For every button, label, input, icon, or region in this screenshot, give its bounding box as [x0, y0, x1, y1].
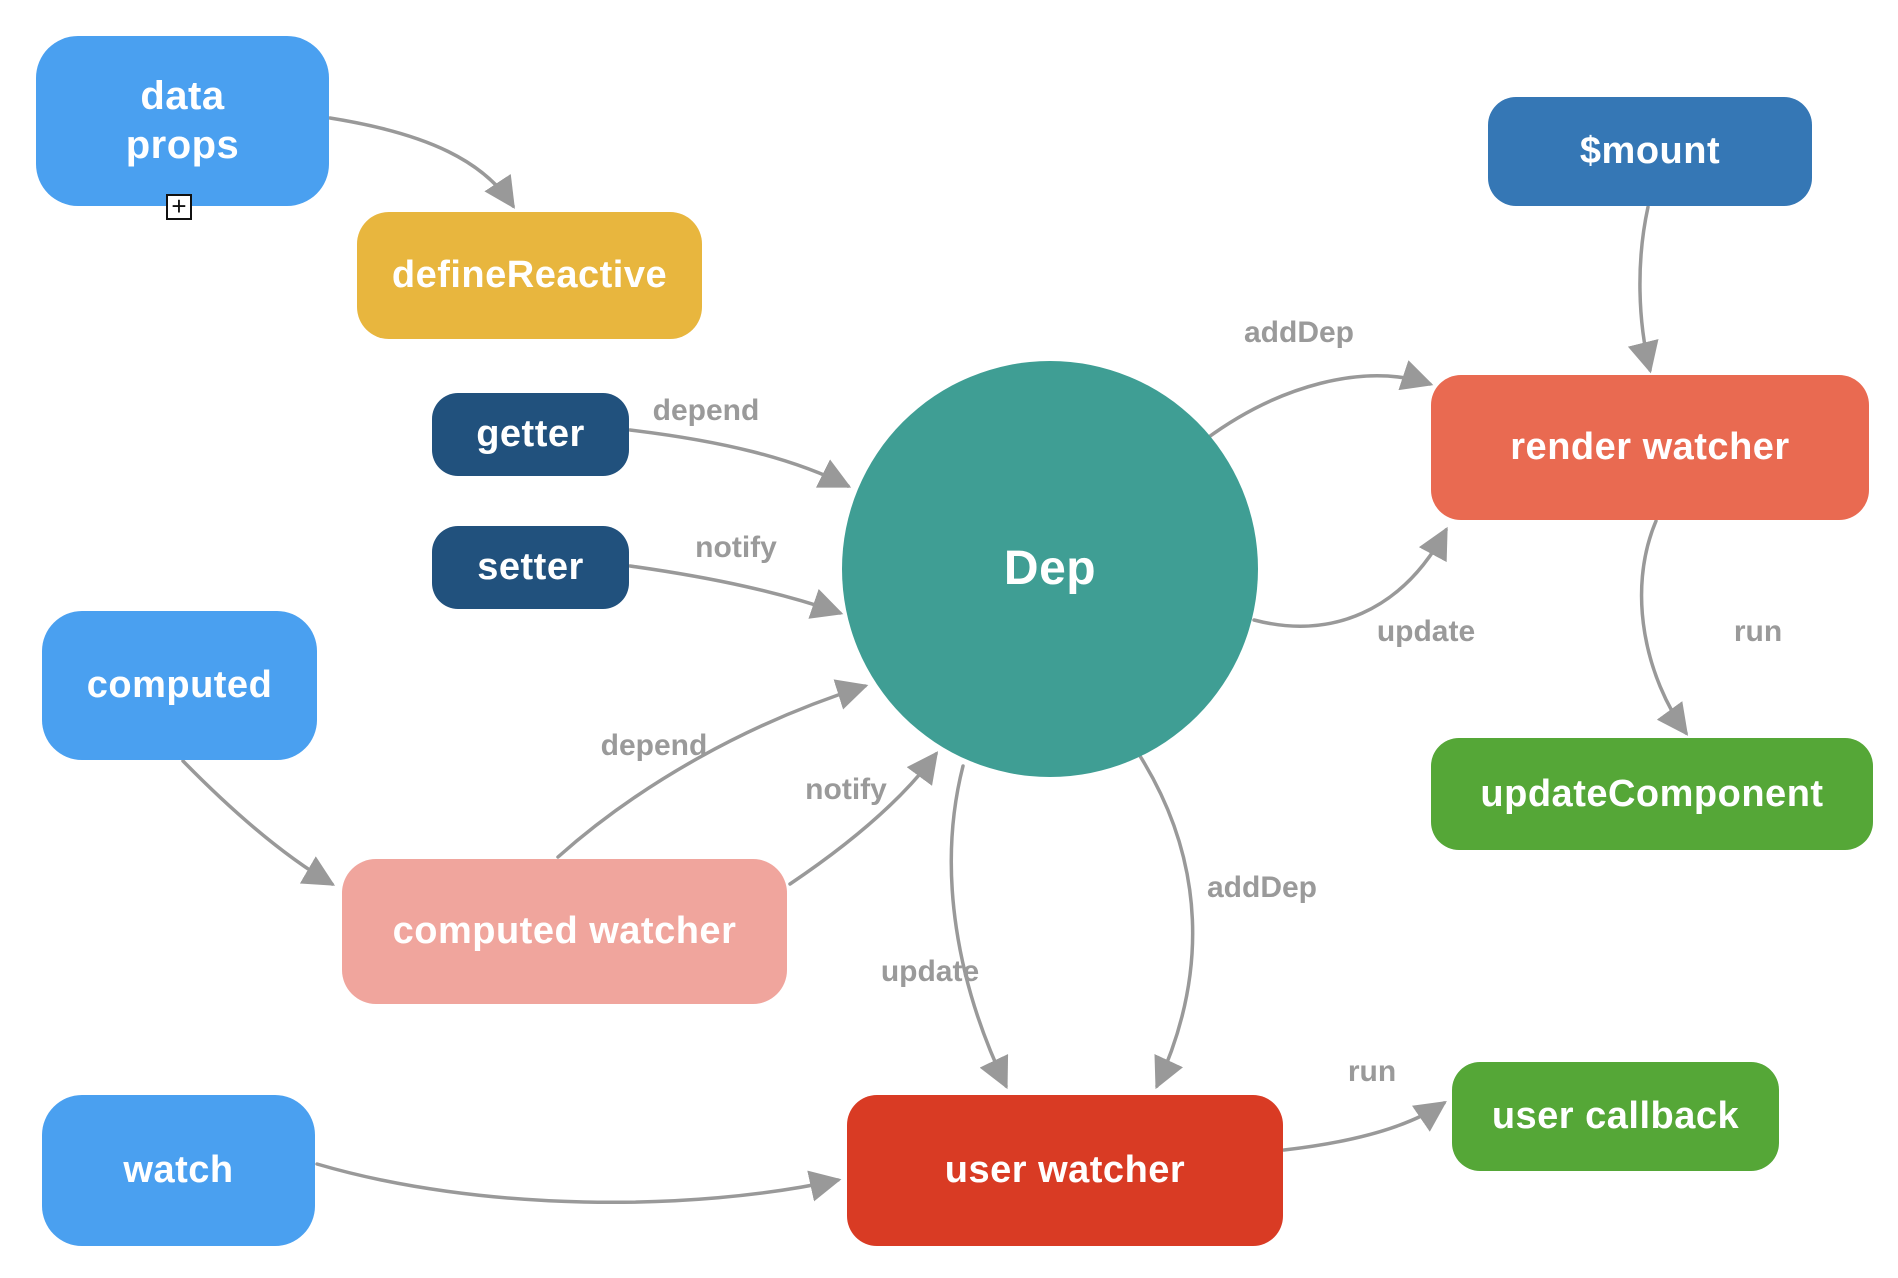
- node-dep[interactable]: Dep: [842, 361, 1258, 777]
- edge-label-user-update: update: [880, 955, 980, 988]
- node-watch[interactable]: watch: [42, 1095, 315, 1246]
- edge-dep-to-user-watcher-adddep: [1138, 754, 1195, 1090]
- node-mount[interactable]: $mount: [1488, 97, 1812, 206]
- edge-user-watcher-to-user-callback: [1282, 1101, 1447, 1152]
- edge-label-getter-depend: depend: [652, 394, 760, 427]
- edge-dep-to-render-watcher-update: [1252, 526, 1448, 628]
- edge-label-render-update: update: [1376, 615, 1476, 648]
- edge-label-computed-depend: depend: [600, 729, 708, 762]
- edge-dep-to-user-watcher-update: [949, 764, 1009, 1090]
- node-update-component[interactable]: updateComponent: [1431, 738, 1873, 850]
- node-getter[interactable]: getter: [432, 393, 629, 476]
- edge-label-render-adddep: addDep: [1243, 316, 1355, 349]
- node-data-props[interactable]: data props: [36, 36, 329, 206]
- node-user-watcher[interactable]: user watcher: [847, 1095, 1283, 1246]
- node-computed-watcher[interactable]: computed watcher: [342, 859, 787, 1004]
- node-setter[interactable]: setter: [432, 526, 629, 609]
- expand-icon[interactable]: +: [166, 193, 192, 220]
- edge-watch-to-user-watcher: [315, 1162, 842, 1205]
- edge-computed-watcher-to-dep-depend: [556, 679, 869, 859]
- edge-label-computed-notify: notify: [805, 773, 887, 806]
- node-render-watcher[interactable]: render watcher: [1431, 375, 1869, 520]
- edge-label-user-run: run: [1347, 1055, 1397, 1088]
- edge-data-props-to-define-reactive: [328, 116, 515, 209]
- edge-dep-to-render-watcher-adddep: [1204, 360, 1434, 441]
- edge-label-user-adddep: addDep: [1206, 871, 1318, 904]
- edge-setter-to-dep: [628, 564, 844, 619]
- edge-label-setter-notify: notify: [695, 531, 777, 564]
- node-define-reactive[interactable]: defineReactive: [357, 212, 702, 339]
- edge-render-watcher-to-update-component: [1639, 519, 1689, 736]
- edge-computed-watcher-to-dep-notify: [788, 751, 939, 886]
- edge-label-render-run: run: [1733, 615, 1783, 648]
- edge-computed-to-computed-watcher: [181, 759, 336, 886]
- edge-getter-to-dep: [628, 428, 852, 488]
- node-user-callback[interactable]: user callback: [1452, 1062, 1779, 1171]
- edge-mount-to-render-watcher: [1627, 205, 1659, 374]
- node-computed[interactable]: computed: [42, 611, 317, 760]
